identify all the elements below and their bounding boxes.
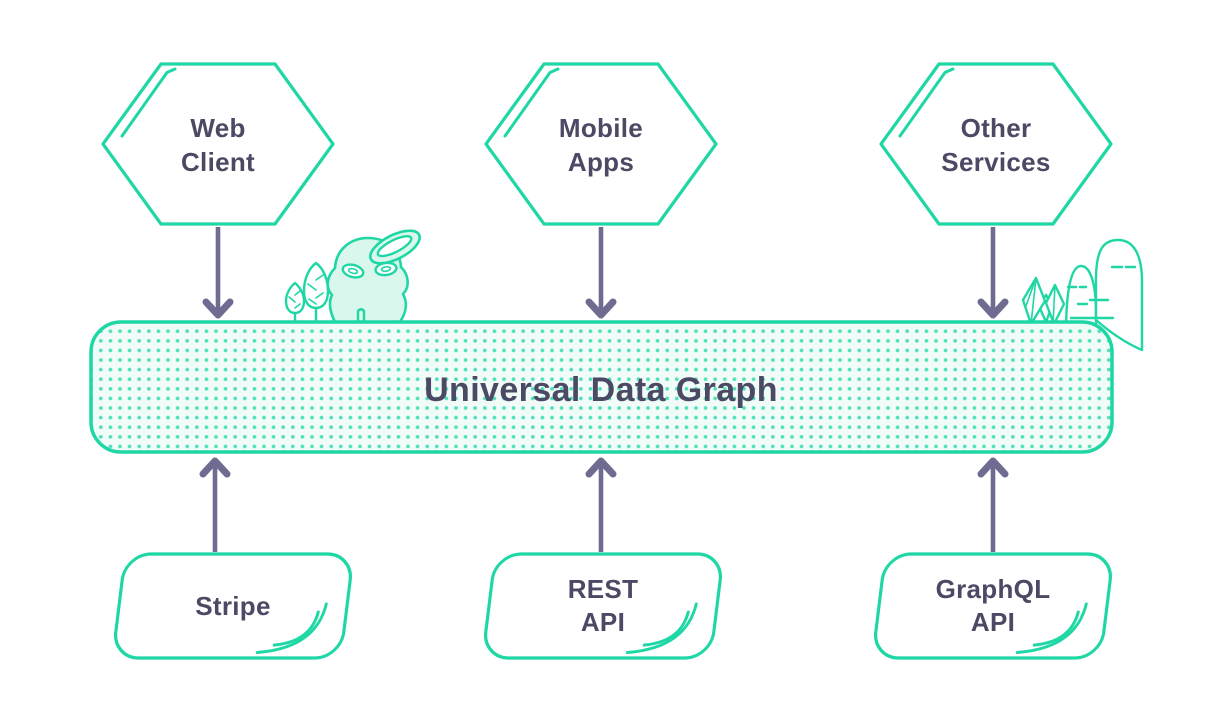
arrow-down-web-client — [202, 227, 234, 319]
box-label-graphql-api: GraphQL API — [935, 574, 1051, 637]
udg-bar — [89, 320, 1114, 454]
box-label-stripe: Stripe — [195, 590, 271, 621]
arrow-up-graphql-api — [977, 457, 1009, 552]
bar-title: Universal Data Graph — [424, 370, 778, 409]
box-graphql-api — [874, 552, 1112, 660]
crystals-icon — [1021, 276, 1066, 326]
ghost-mascot-icon — [326, 229, 421, 324]
arrow-up-rest-api — [585, 457, 617, 552]
hexagon-label-mobile-apps: Mobile Apps — [558, 113, 644, 177]
hills-icon — [1064, 238, 1144, 352]
arrow-down-mobile-apps — [585, 227, 617, 319]
hexagon-other-services — [879, 62, 1113, 226]
box-stripe — [114, 552, 352, 660]
halo-icon — [369, 229, 421, 265]
hexagon-label-web-client: Web Client — [180, 113, 256, 177]
arrow-up-stripe — [199, 457, 231, 552]
hexagon-label-other-services: Other Services — [941, 113, 1051, 177]
box-label-rest-api: REST API — [567, 574, 639, 637]
arrow-down-other-services — [977, 227, 1009, 319]
hexagon-mobile-apps — [484, 62, 718, 226]
plants-icon — [284, 261, 330, 324]
box-rest-api — [484, 552, 722, 660]
hexagon-web-client — [101, 62, 335, 226]
